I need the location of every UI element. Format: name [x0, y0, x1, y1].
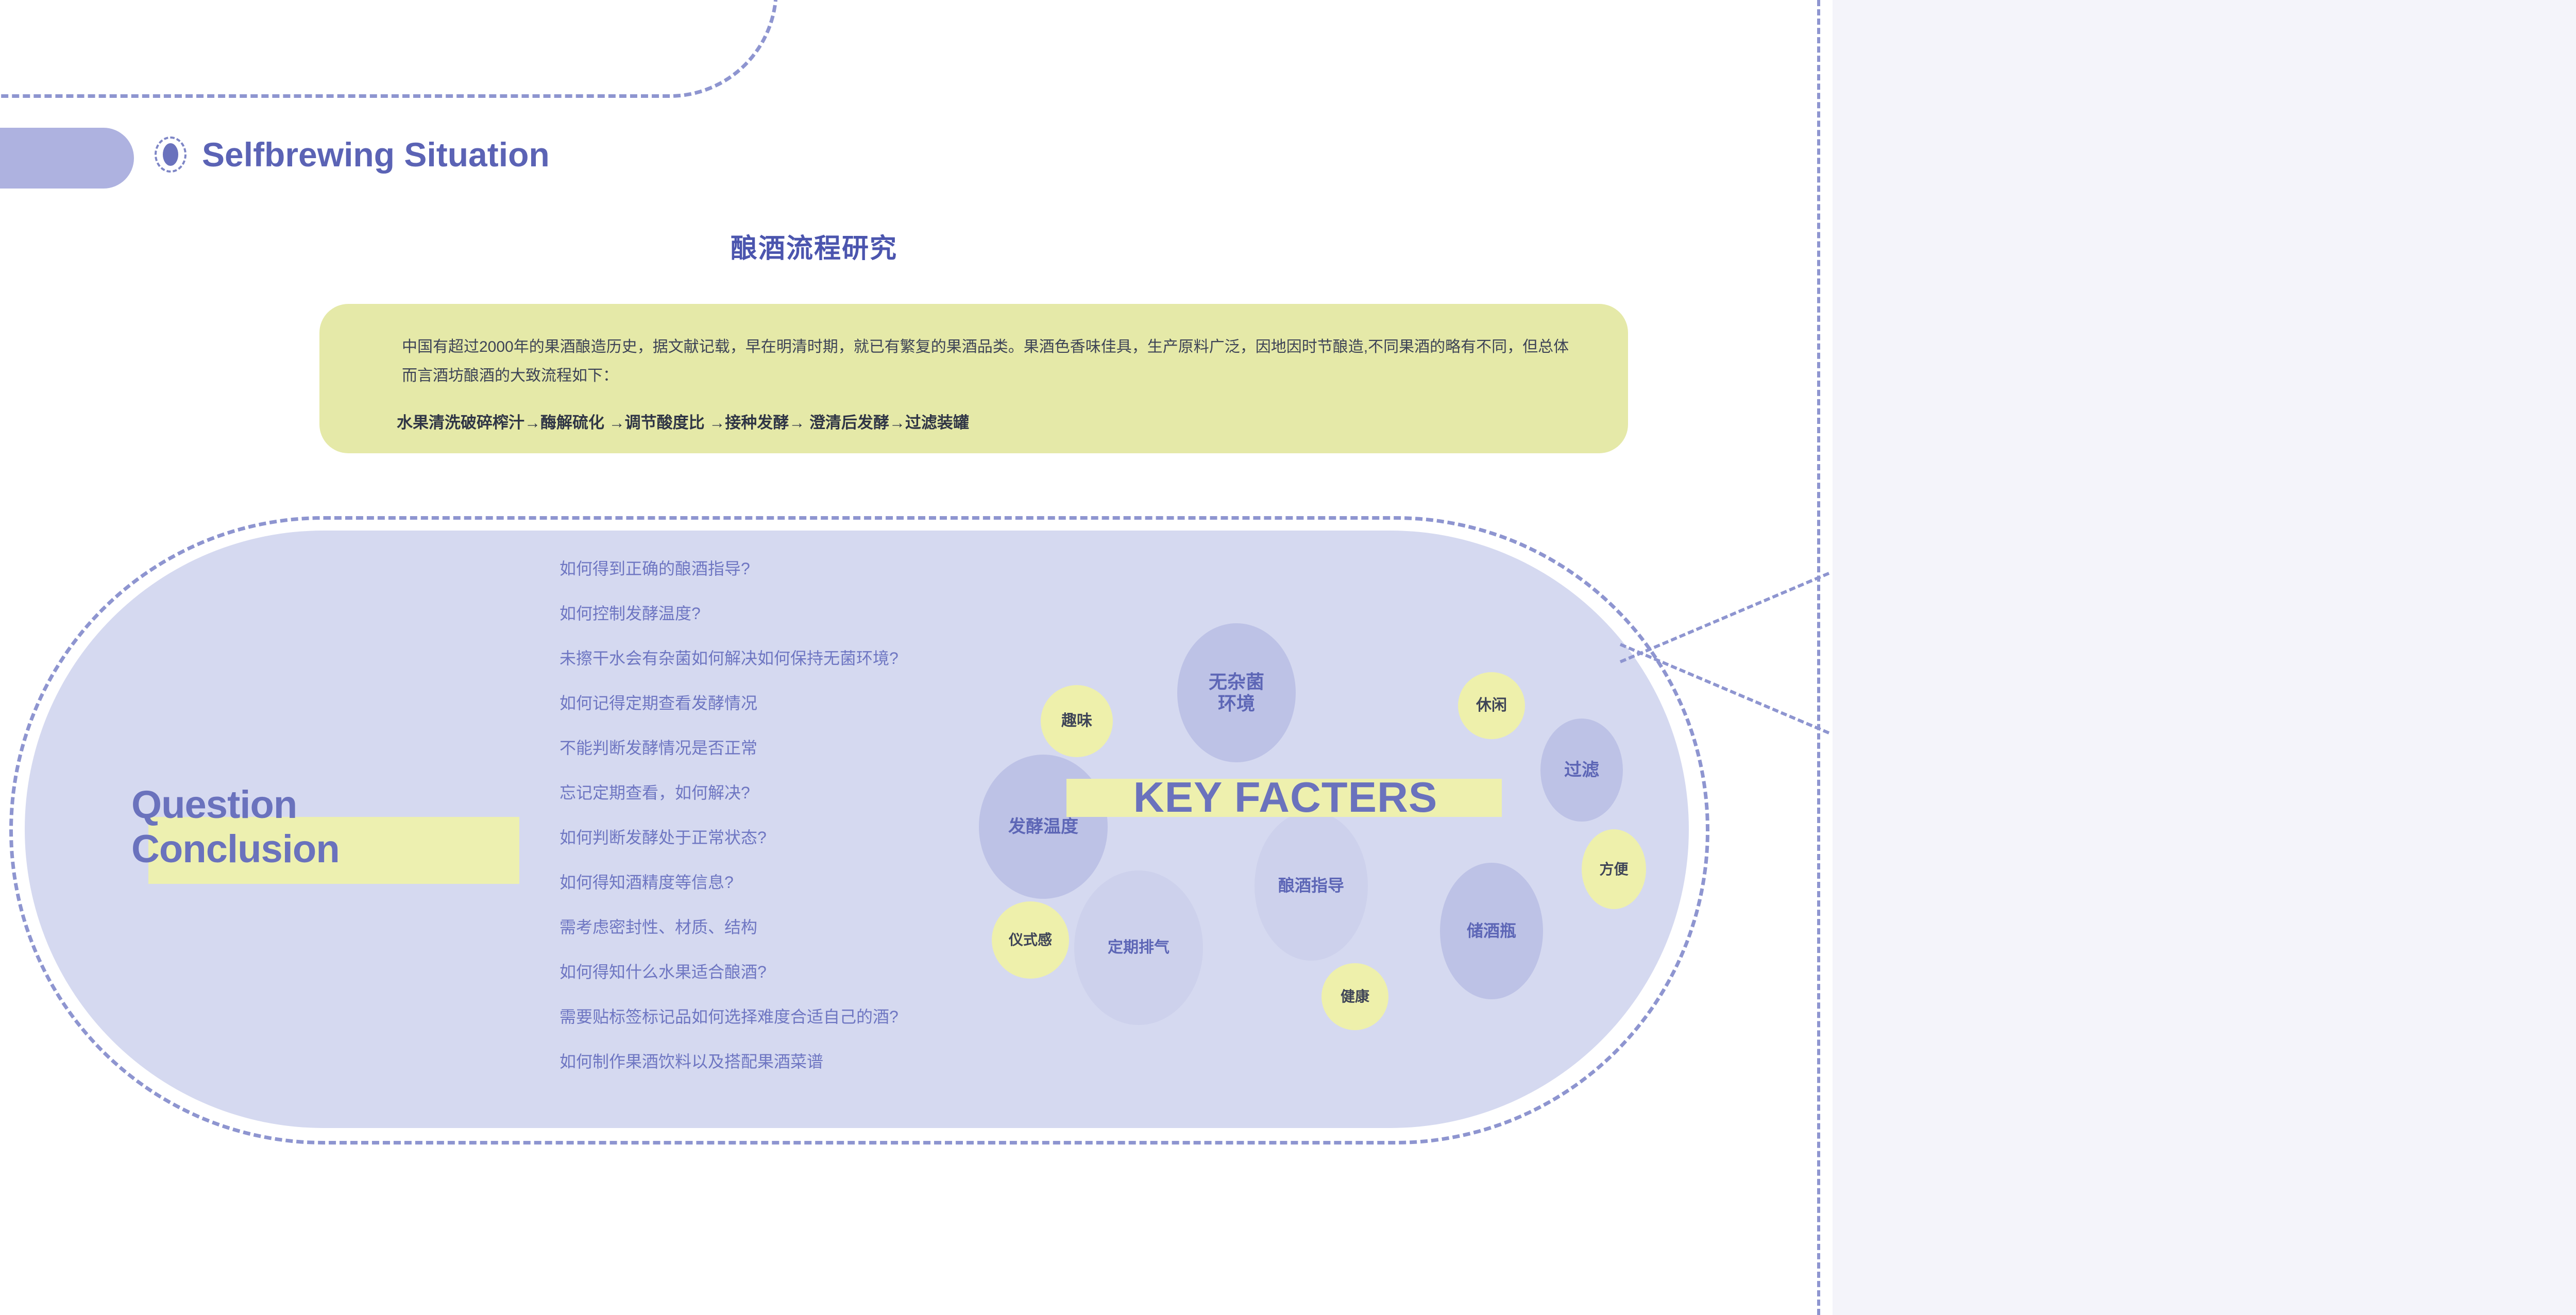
page-title: 酿酒流程研究: [730, 234, 897, 264]
key-factors-title: KEY FACTERS: [1133, 773, 1438, 821]
key-factor-bubble: 储酒瓶: [1440, 863, 1543, 999]
journey-map-panel: 酿果酒用户旅程图 步骤 选料清洗破碎榨汁酶解纤维接种发酵过滤硫化装瓶保存 人物活…: [1833, 0, 2576, 1315]
question-item: 如何制作果酒饮料以及搭配果酒菜谱: [560, 1052, 824, 1071]
intro-paragraph: 中国有超过2000年的果酒酿造历史，据文献记载，早在明清时期，就已有繁复的果酒品…: [402, 338, 1569, 384]
question-item: 如何得知酒精度等信息?: [560, 873, 734, 892]
question-item: 如何控制发酵温度?: [560, 604, 701, 623]
key-factor-bubble: 酿酒指导: [1255, 811, 1368, 961]
question-conclusion: Question Conclusion: [131, 783, 585, 884]
key-factor-bubble: 仪式感: [992, 901, 1069, 979]
question-item: 未擦干水会有杂菌如何解决如何保持无菌环境?: [560, 649, 899, 668]
question-item: 需要贴标签标记品如何选择难度合适自己的酒?: [560, 1007, 899, 1026]
question-item: 需考虑密封性、材质、结构: [560, 918, 758, 936]
key-factor-bubble: 趣味: [1041, 685, 1113, 757]
key-factor-bubble-label: 休闲: [1476, 697, 1507, 714]
question-conclusion-line2: Conclusion: [131, 827, 340, 871]
key-factor-bubble-label: 过滤: [1564, 760, 1599, 780]
question-conclusion-line1: Question: [131, 783, 297, 827]
key-factors-highlight: [1066, 779, 1502, 817]
panel-divider-dashed: [1817, 0, 1820, 1315]
question-item: 忘记定期查看，如何解决?: [560, 783, 750, 802]
key-factor-bubble: 发酵温度: [979, 755, 1108, 899]
key-factor-bubble: 无杂菌 环境: [1177, 623, 1296, 762]
key-factor-bubble: 休闲: [1458, 672, 1525, 739]
key-factor-bubble-label: 储酒瓶: [1466, 921, 1516, 940]
key-factor-bubble: 定期排气: [1074, 870, 1203, 1025]
decorative-dashed-shape-top: [0, 0, 778, 98]
question-conclusion-highlight: [148, 817, 519, 884]
key-factor-bubble-label: 定期排气: [1108, 939, 1170, 957]
question-item: 如何判断发酵处于正常状态?: [560, 828, 767, 847]
process-flow-text: 水果清洗破碎榨汁→酶解硫化 →调节酸度比 →接种发酵→ 澄清后发酵→过滤装罐: [397, 414, 969, 432]
key-factor-bubble: 过滤: [1540, 719, 1623, 822]
left-panel: Selfbrewing Situation 酿酒流程研究 中国有超过2000年的…: [0, 0, 1752, 1145]
section-heading: Selfbrewing Situation: [155, 135, 550, 174]
key-factor-bubble-label: 仪式感: [1008, 932, 1052, 948]
question-item: 如何记得定期查看发酵情况: [560, 694, 758, 712]
section-heading-label: Selfbrewing Situation: [202, 135, 550, 174]
intro-card: 中国有超过2000年的果酒酿造历史，据文献记载，早在明清时期，就已有繁复的果酒品…: [319, 304, 1628, 453]
key-factor-bubble-label: 方便: [1599, 861, 1629, 877]
key-factor-bubble-label: 趣味: [1061, 712, 1092, 730]
key-factor-bubble-label: 健康: [1340, 988, 1369, 1005]
purple-tab-accent: [0, 128, 134, 189]
question-list: 如何得到正确的酿酒指导? 如何控制发酵温度? 未擦干水会有杂菌如何解决如何保持无菌环…: [560, 560, 1075, 1098]
bullet-target-icon: [155, 136, 187, 173]
key-factor-bubble: 方便: [1582, 829, 1646, 909]
key-factor-bubble-label: 无杂菌 环境: [1208, 671, 1264, 714]
question-item: 不能判断发酵情况是否正常: [560, 739, 758, 757]
key-factor-bubble-label: 发酵温度: [1008, 816, 1078, 836]
question-item: 如何得知什么水果适合酿酒?: [560, 963, 767, 981]
insight-stadium-outline: [9, 516, 1709, 1145]
key-factor-bubble: 健康: [1321, 963, 1388, 1030]
key-factors-bubble-cloud: 健康 定期排气 仪式感 储酒瓶 方便酿酒指导 发酵温度 过滤 休闲 无杂菌 环境趣味 KEY F…: [979, 608, 1752, 1102]
question-item: 如何得到正确的酿酒指导?: [560, 559, 750, 578]
key-factor-bubble-label: 酿酒指导: [1278, 876, 1344, 895]
